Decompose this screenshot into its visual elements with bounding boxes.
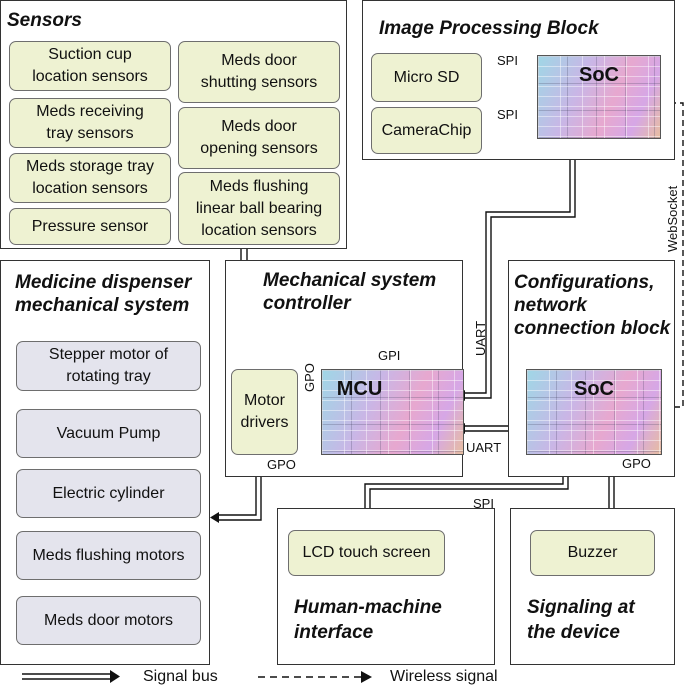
- hmi-title: Human-machine interface: [294, 597, 442, 643]
- label-spi-top: SPI: [497, 53, 518, 68]
- micro-sd-box: Micro SD: [371, 53, 482, 102]
- image-processing-block: Image Processing Block Micro SD CameraCh…: [362, 0, 675, 160]
- legend-wireless: Wireless signal: [390, 668, 498, 685]
- label-websocket: WebSocket: [665, 185, 680, 252]
- image-soc-label: SoC: [579, 64, 619, 86]
- config-title: Configurations, network connection block: [514, 272, 671, 339]
- image-processing-title: Image Processing Block: [379, 18, 599, 39]
- lcd-touch-screen: LCD touch screen: [288, 530, 445, 576]
- mech-door-motors: Meds door motors: [16, 596, 201, 645]
- sensor-receiving-tray: Meds receiving tray sensors: [9, 98, 171, 148]
- dispenser-block: Medicine dispenser mechanical system Ste…: [0, 260, 210, 665]
- sensor-suction-cup: Suction cup location sensors: [9, 41, 171, 91]
- dispenser-title: Medicine dispenser mechanical system: [15, 272, 192, 316]
- signaling-title: Signaling at the device: [527, 597, 635, 643]
- hmi-block: LCD touch screen Human-machine interface: [277, 508, 495, 665]
- camerachip-box: CameraChip: [371, 107, 482, 154]
- motor-drivers-box: Motor drivers: [231, 369, 298, 455]
- config-soc-label: SoC: [574, 378, 614, 400]
- config-soc-chip: SoC: [526, 369, 662, 455]
- mcu-image-soc-uart-bus: [462, 145, 576, 399]
- sensor-pressure: Pressure sensor: [9, 208, 171, 245]
- sensor-flushing-bearing: Meds flushing linear ball bearing locati…: [178, 172, 340, 245]
- mcu-chip: MCU: [321, 369, 464, 455]
- label-uart-vertical: UART: [473, 320, 488, 356]
- image-soc-chip: SoC: [537, 55, 661, 139]
- mech-electric-cylinder: Electric cylinder: [16, 469, 201, 518]
- sensors-title: Sensors: [7, 10, 82, 31]
- label-uart-horizontal: UART: [466, 440, 502, 455]
- controller-title: Mechanical system controller: [263, 270, 437, 314]
- controller-block: Mechanical system controller Motor drive…: [225, 260, 464, 477]
- legend-glyphs: [22, 670, 372, 683]
- signaling-block: Buzzer Signaling at the device: [510, 508, 675, 665]
- legend-signal-bus: Signal bus: [143, 668, 218, 685]
- sensor-storage-tray: Meds storage tray location sensors: [9, 153, 171, 203]
- label-spi-hmi: SPI: [473, 496, 494, 511]
- label-gpo-config: GPO: [622, 456, 651, 471]
- sensor-door-shutting: Meds door shutting sensors: [178, 41, 340, 103]
- mech-vacuum-pump: Vacuum Pump: [16, 409, 201, 458]
- label-spi-bottom: SPI: [497, 107, 518, 122]
- label-gpo-motor: GPO: [302, 363, 317, 392]
- mech-flushing-motors: Meds flushing motors: [16, 531, 201, 580]
- sensors-block: Sensors Suction cup location sensors Med…: [0, 0, 347, 249]
- buzzer-box: Buzzer: [530, 530, 655, 576]
- config-block: Configurations, network connection block…: [508, 260, 675, 477]
- sensor-door-opening: Meds door opening sensors: [178, 107, 340, 169]
- label-gpi: GPI: [378, 348, 401, 363]
- mech-stepper-motor: Stepper motor of rotating tray: [16, 341, 201, 391]
- label-gpo-down: GPO: [267, 457, 296, 472]
- mcu-label: MCU: [336, 378, 383, 400]
